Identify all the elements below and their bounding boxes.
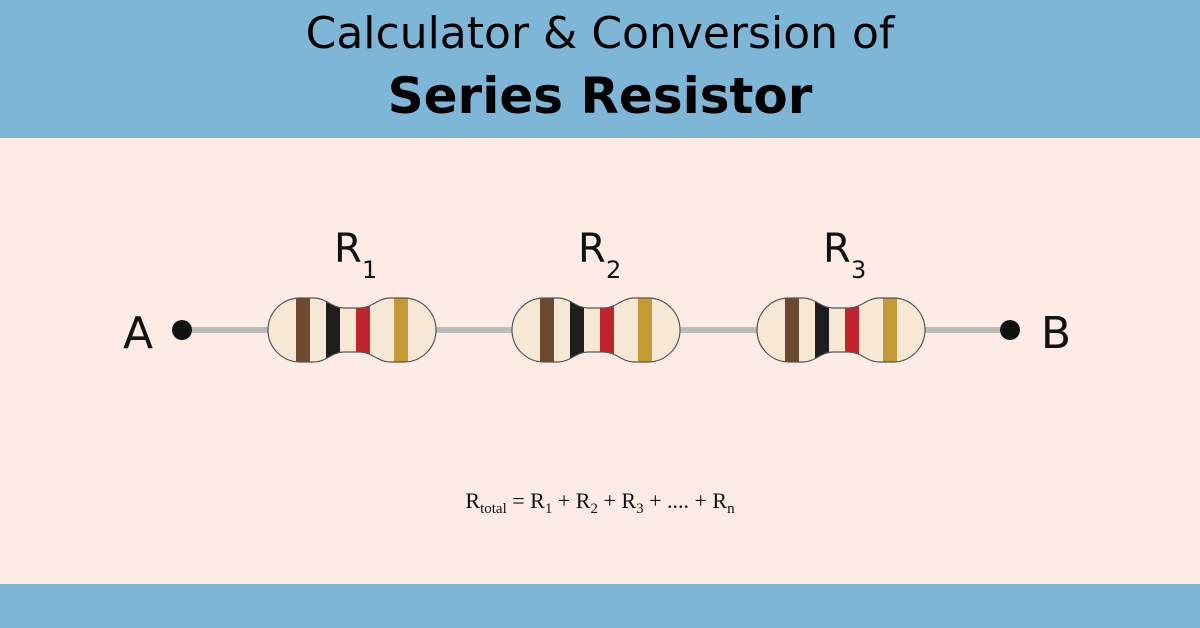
color-band xyxy=(540,298,554,362)
formula-term: R xyxy=(621,488,637,513)
resistor-label-subscript: 3 xyxy=(851,256,866,284)
color-band xyxy=(600,298,614,362)
terminal-b-label: B xyxy=(1041,308,1071,359)
resistor-outline xyxy=(756,297,926,363)
color-band xyxy=(815,298,829,362)
color-band xyxy=(570,298,584,362)
resistor-label: R xyxy=(334,226,362,272)
color-band xyxy=(296,298,310,362)
footer-banner xyxy=(0,584,1200,628)
resistor-outline xyxy=(267,297,437,363)
formula-term-sub: n xyxy=(727,501,735,517)
color-band xyxy=(638,298,652,362)
header-banner: Calculator & Conversion of Series Resist… xyxy=(0,0,1200,138)
resistor-label: R xyxy=(823,226,851,272)
formula-lhs-sub: total xyxy=(480,501,507,517)
formula-equals: = xyxy=(512,488,525,513)
formula-lhs: R xyxy=(465,488,481,513)
formula-term-sub: 1 xyxy=(544,501,553,517)
color-band xyxy=(356,298,370,362)
resistor-label-subscript: 1 xyxy=(362,256,377,284)
color-band xyxy=(883,298,897,362)
total-resistance-formula: Rtotal = R1 + R2 + R3 + .... + Rn xyxy=(0,488,1200,518)
resistor-label-subscript: 2 xyxy=(606,256,621,284)
formula-operator: + xyxy=(597,488,622,513)
title-line-2: Series Resistor xyxy=(387,67,813,125)
color-band xyxy=(845,298,859,362)
terminal-a-label: A xyxy=(123,308,153,359)
color-band xyxy=(394,298,408,362)
formula-operator: + .... + xyxy=(643,488,713,513)
formula-terms: R1 + R2 + R3 + .... + Rn xyxy=(530,488,734,517)
title-line-1: Calculator & Conversion of xyxy=(305,8,895,59)
formula-term: R xyxy=(530,488,545,513)
color-band xyxy=(326,298,340,362)
formula-term-sub: 2 xyxy=(590,501,598,517)
terminal-b-dot xyxy=(1000,320,1020,340)
terminal-a-dot xyxy=(172,320,192,340)
formula-term: R xyxy=(712,488,728,513)
resistor-label: R xyxy=(578,226,606,272)
formula-term-sub: 3 xyxy=(636,501,644,517)
formula-term: R xyxy=(575,488,591,513)
resistor-outline xyxy=(511,297,681,363)
color-band xyxy=(785,298,799,362)
formula-operator: + xyxy=(552,488,576,513)
